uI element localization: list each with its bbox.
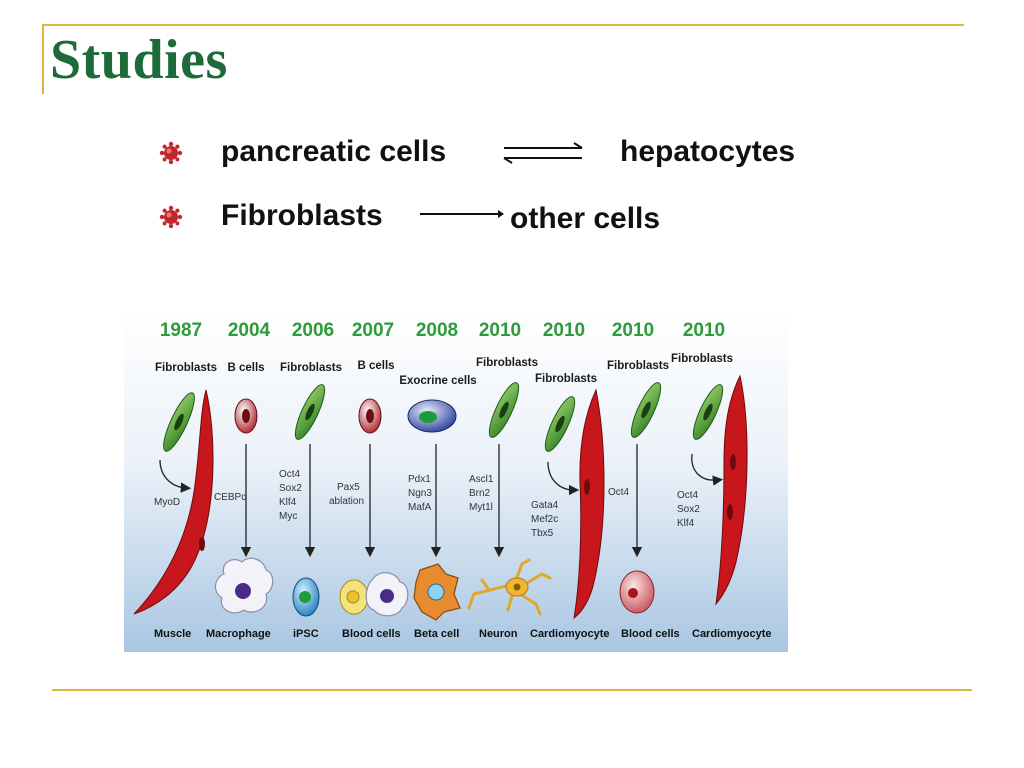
nucleus-icon — [347, 591, 359, 603]
factor-label: Sox2 — [279, 483, 302, 494]
nucleus-icon — [428, 584, 444, 600]
bullet-burst-icon — [158, 204, 184, 230]
factor-label: Mef2c — [531, 514, 558, 525]
result-cell-label: Macrophage — [206, 628, 271, 640]
source-cell-label: Fibroblasts — [476, 357, 538, 369]
year-label: 2008 — [416, 320, 458, 341]
year-label: 2010 — [479, 320, 521, 341]
factor-label: ablation — [329, 496, 364, 507]
reversible-arrow-icon — [498, 140, 588, 166]
factor-label: Ngn3 — [408, 488, 432, 499]
factor-label: Oct4 — [608, 487, 630, 498]
nucleus-icon — [242, 409, 250, 423]
nucleus-icon — [628, 588, 638, 598]
factor-label: Gata4 — [531, 500, 559, 511]
year-label: 2006 — [292, 320, 334, 341]
result-cell-label: Muscle — [154, 628, 191, 640]
result-cell-label: Cardiomyocyte — [530, 628, 609, 640]
factor-label: Klf4 — [279, 497, 297, 508]
factor-label: Myt1l — [469, 502, 493, 513]
nucleus-icon — [584, 479, 590, 495]
result-cell-label: Neuron — [479, 628, 518, 640]
factor-label: Pdx1 — [408, 474, 431, 485]
nucleus-icon — [235, 583, 251, 599]
factor-label: Oct4 — [279, 469, 301, 480]
factor-label: CEBPα — [214, 492, 247, 503]
result-cell-label: Beta cell — [414, 628, 459, 640]
factor-label: Ascl1 — [469, 474, 494, 485]
source-cell-label: B cells — [357, 360, 394, 372]
year-label: 2010 — [612, 320, 654, 341]
slide-title: Studies — [50, 28, 228, 92]
forward-arrow-icon — [418, 204, 504, 224]
factor-label: Oct4 — [677, 490, 699, 501]
bullet-1-right: hepatocytes — [620, 135, 795, 169]
source-cell-label: Fibroblasts — [671, 353, 733, 365]
factor-label: Myc — [279, 511, 297, 522]
source-cell-label: Fibroblasts — [280, 362, 342, 374]
year-label: 1987 — [160, 320, 202, 341]
factor-label: Sox2 — [677, 504, 700, 515]
result-cell-label: iPSC — [293, 628, 319, 640]
year-label: 2010 — [683, 320, 725, 341]
nucleus-icon — [299, 591, 311, 603]
year-label: 2004 — [228, 320, 271, 341]
year-label: 2007 — [352, 320, 394, 341]
source-cell-label: B cells — [227, 362, 264, 374]
nucleus-icon — [366, 409, 374, 423]
result-cell-label: Cardiomyocyte — [692, 628, 771, 640]
bullet-2-left: Fibroblasts — [221, 199, 383, 233]
nucleus-icon — [514, 584, 521, 591]
bullet-1-left: pancreatic cells — [221, 135, 446, 169]
result-cell-label: Blood cells — [621, 628, 680, 640]
title-rule-left — [42, 24, 44, 94]
reprogramming-timeline-figure: 1987 2004 2006 2007 2008 2010 2010 2010 … — [124, 312, 788, 652]
factor-label: Klf4 — [677, 518, 695, 529]
source-cell-label: Fibroblasts — [607, 360, 669, 372]
factor-label: MafA — [408, 502, 432, 513]
bullet-2-right: other cells — [510, 202, 660, 236]
factor-label: MyoD — [154, 497, 180, 508]
title-rule-top — [42, 24, 964, 26]
source-cell-label: Fibroblasts — [155, 362, 217, 374]
result-cell-label: Blood cells — [342, 628, 401, 640]
source-cell-label: Fibroblasts — [535, 373, 597, 385]
nucleus-icon — [199, 537, 205, 551]
factor-label: Tbx5 — [531, 528, 554, 539]
nucleus-icon — [380, 589, 394, 603]
source-cell-label: Exocrine cells — [399, 375, 476, 387]
factor-label: Brn2 — [469, 488, 491, 499]
nucleus-icon — [730, 454, 736, 470]
factor-label: Pax5 — [337, 482, 360, 493]
nucleus-icon — [419, 411, 437, 423]
footer-rule — [52, 689, 972, 691]
bullet-burst-icon — [158, 140, 184, 166]
year-label: 2010 — [543, 320, 585, 341]
nucleus-icon — [727, 504, 733, 520]
